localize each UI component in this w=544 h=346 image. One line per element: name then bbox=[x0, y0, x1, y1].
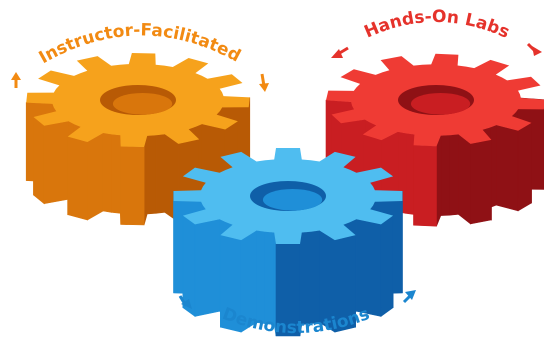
gear-side-face bbox=[264, 231, 275, 325]
gear-side-face bbox=[120, 146, 145, 226]
blue-arrow-left-icon bbox=[178, 295, 192, 309]
gear-side-face bbox=[496, 124, 519, 212]
gear-side-face bbox=[517, 122, 532, 212]
gear-side-face bbox=[440, 134, 451, 216]
hands-on-labs-label: Hands-On Labs bbox=[361, 7, 512, 43]
gear-side-face bbox=[67, 136, 88, 221]
gear-side-face bbox=[33, 116, 45, 205]
gear-side-face bbox=[413, 144, 437, 227]
gear-side-face bbox=[449, 134, 459, 216]
orange-arrow-left-icon bbox=[11, 72, 21, 88]
gear-side-face bbox=[310, 230, 320, 325]
gear-side-face bbox=[220, 234, 242, 333]
gear-side-face bbox=[380, 215, 394, 317]
gear-side-face bbox=[356, 218, 382, 317]
gear-side-face bbox=[436, 135, 442, 227]
gear-hub-inner bbox=[112, 92, 173, 115]
gear-side-face bbox=[102, 132, 112, 213]
blue-gear bbox=[173, 148, 403, 337]
gear-side-face bbox=[43, 120, 69, 205]
gear-side-face bbox=[87, 132, 104, 221]
gear-side-face bbox=[405, 133, 415, 215]
blue-arrow-right-icon bbox=[402, 290, 416, 304]
gear-side-face bbox=[146, 134, 157, 215]
gear-side-face bbox=[111, 134, 121, 214]
gear-hub-inner bbox=[262, 188, 323, 211]
gear-side-face bbox=[256, 230, 266, 325]
gear-side-face bbox=[458, 133, 471, 225]
red-gear bbox=[325, 53, 544, 227]
gear-side-face bbox=[143, 135, 148, 226]
gear-side-face bbox=[155, 133, 166, 214]
orange-arrow-right-icon bbox=[259, 73, 269, 92]
gear-hub-inner bbox=[410, 92, 471, 115]
red-arrow-left-icon bbox=[331, 46, 349, 58]
gear-side-face bbox=[194, 218, 220, 317]
gear-side-face bbox=[470, 139, 492, 225]
red-arrow-right-icon bbox=[526, 42, 542, 56]
gear-side-face bbox=[301, 231, 312, 325]
